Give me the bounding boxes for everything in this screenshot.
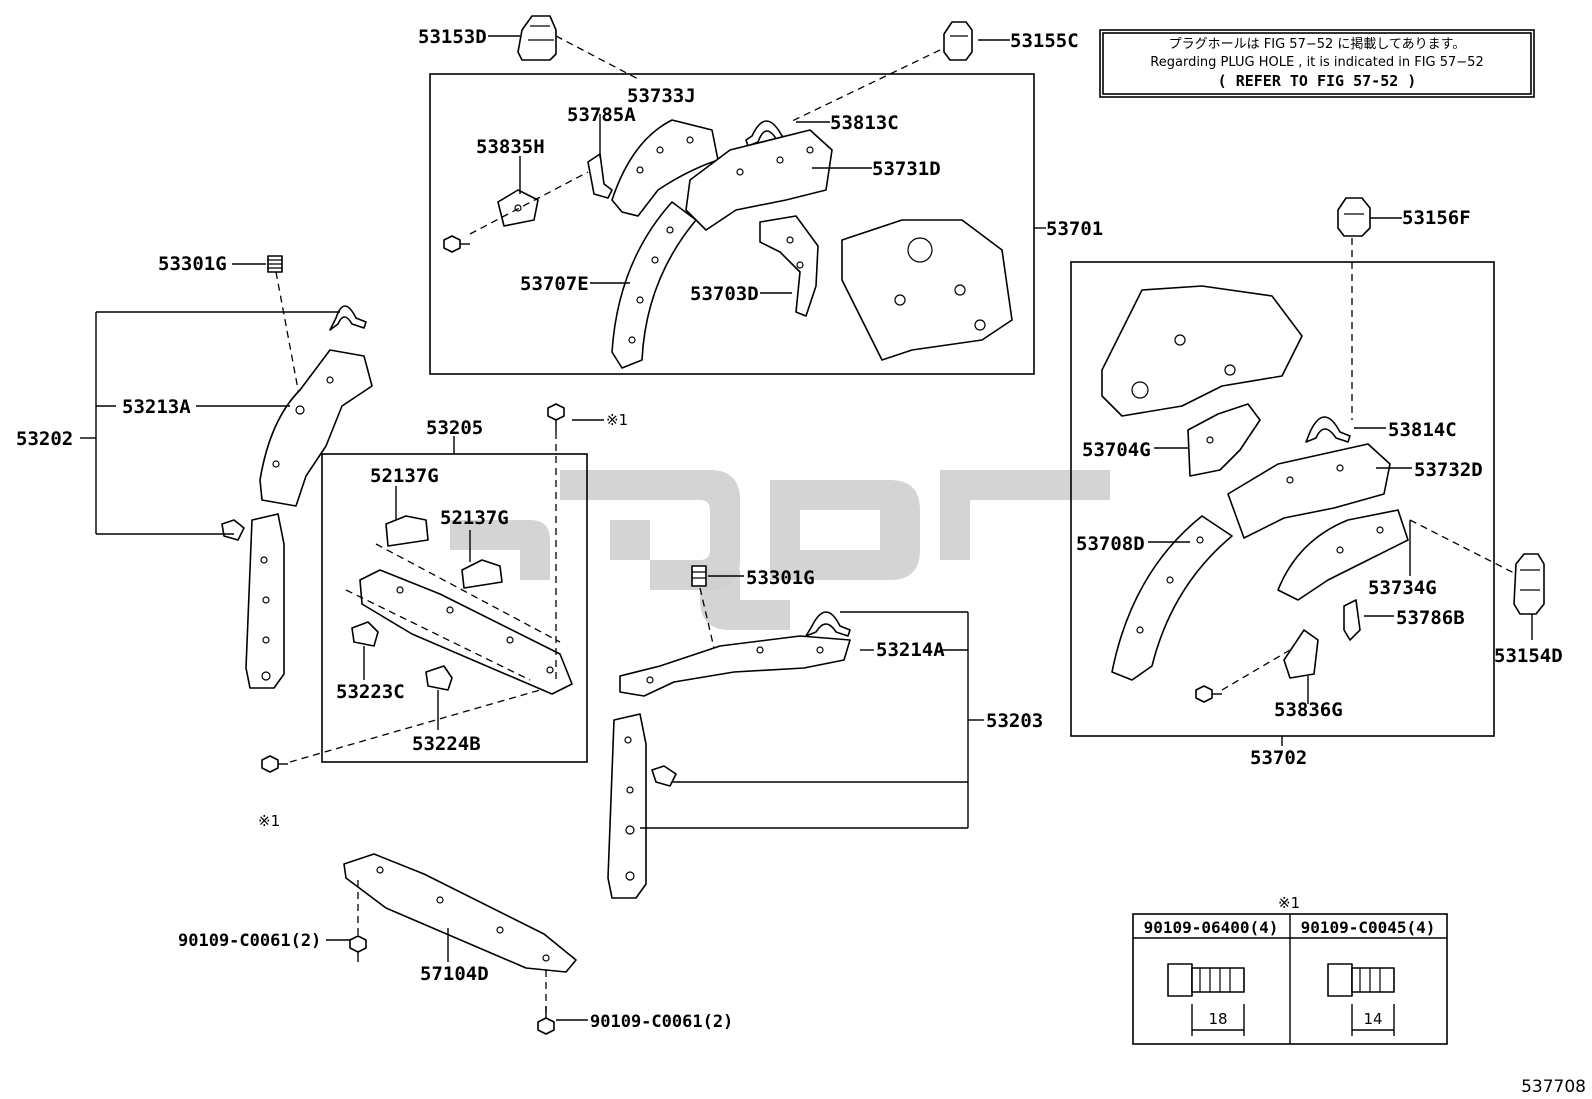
- part-57104D: [343, 853, 577, 973]
- label-53732D: 53732D: [1414, 459, 1483, 481]
- part-pillar-53202: [245, 513, 285, 689]
- label-53214A: 53214A: [876, 639, 945, 661]
- part-53205-member: [359, 569, 573, 695]
- label-53708D: 53708D: [1076, 533, 1145, 555]
- label-53707E: 53707E: [520, 273, 589, 295]
- part-53733J: [611, 119, 719, 217]
- part-wheelhouse-inner: [841, 219, 1013, 361]
- label-53734G: 53734G: [1368, 577, 1437, 599]
- label-52137G-b: 52137G: [440, 507, 509, 529]
- part-53213A: [259, 349, 373, 507]
- part-53214A: [619, 635, 851, 697]
- table-mark: ※1: [1278, 894, 1300, 912]
- part-53732D: [1227, 443, 1391, 539]
- part-53153D: [517, 15, 557, 61]
- part-53836G: [1283, 629, 1319, 679]
- bolt-top-53701: [443, 235, 470, 253]
- table-dim-14: 14: [1363, 1010, 1382, 1028]
- part-bracket-53203: [805, 611, 851, 637]
- label-53224B: 53224B: [412, 733, 481, 755]
- notice-en: Regarding PLUG HOLE , it is indicated in…: [1150, 55, 1483, 70]
- label-57104D: 57104D: [420, 963, 489, 985]
- label-53733J: 53733J: [627, 85, 696, 107]
- bolt-06400-icon: [1167, 963, 1193, 997]
- label-53154D: 53154D: [1494, 645, 1563, 667]
- label-53202: 53202: [16, 428, 73, 450]
- label-53301G-left: 53301G: [158, 253, 227, 275]
- table-col-06400: 90109-06400(4): [1144, 918, 1279, 937]
- label-90109-C0061-left: 90109-C0061(2): [178, 931, 321, 951]
- notice-jp: プラグホールは FIG 57−52 に掲載してあります。: [1169, 36, 1466, 52]
- part-53224B: [425, 665, 453, 691]
- part-53785A: [587, 153, 613, 199]
- part-53301G-left: [267, 255, 283, 273]
- part-53708D: [1111, 515, 1233, 681]
- bolt-spec-table: [1132, 913, 1448, 1045]
- label-53155C: 53155C: [1010, 30, 1079, 52]
- watermark-logo: [450, 470, 1110, 630]
- part-52137G-a: [385, 515, 429, 547]
- bolt-53702: [1195, 685, 1222, 703]
- label-53301G-center: 53301G: [746, 567, 815, 589]
- label-53814C: 53814C: [1388, 419, 1457, 441]
- label-53785A: 53785A: [567, 104, 636, 126]
- label-53203: 53203: [986, 710, 1043, 732]
- label-53813C: 53813C: [830, 112, 899, 134]
- bolt-C0045-icon: [1327, 963, 1353, 997]
- bolt-53205-top: [547, 403, 565, 432]
- label-53786B: 53786B: [1396, 607, 1465, 629]
- label-53731D: 53731D: [872, 158, 941, 180]
- notice-ref: ( REFER TO FIG 57-52 ): [1218, 72, 1417, 90]
- part-53223C: [351, 621, 379, 647]
- label-53213A: 53213A: [122, 396, 191, 418]
- part-53786B: [1343, 599, 1361, 641]
- part-pillar-53203: [607, 713, 647, 899]
- part-53707E: [611, 201, 697, 369]
- part-53154D: [1513, 553, 1545, 615]
- part-53814C: [1305, 416, 1351, 443]
- label-53223C: 53223C: [336, 681, 405, 703]
- bolt-57104D-left: [349, 935, 367, 962]
- part-wheelhouse-right: [1101, 285, 1303, 417]
- mark-ref-bottom: ※1: [258, 812, 280, 830]
- bolt-53205-bottom: [261, 755, 288, 773]
- part-small-bracket-53203: [651, 765, 677, 787]
- label-53835H: 53835H: [476, 136, 545, 158]
- part-53734G: [1277, 509, 1409, 601]
- part-53835H: [497, 189, 539, 227]
- part-53155C: [943, 21, 973, 61]
- part-53301G-center: [691, 565, 707, 587]
- label-52137G-a: 52137G: [370, 465, 439, 487]
- part-52137G-b: [461, 559, 503, 589]
- label-53703D: 53703D: [690, 283, 759, 305]
- label-53704G: 53704G: [1082, 439, 1151, 461]
- part-53704G: [1187, 403, 1261, 477]
- label-53701: 53701: [1046, 218, 1103, 240]
- label-53153D: 53153D: [418, 26, 487, 48]
- table-col-C0045: 90109-C0045(4): [1301, 918, 1436, 937]
- table-dim-18: 18: [1208, 1010, 1227, 1028]
- label-53156F: 53156F: [1402, 207, 1471, 229]
- notice-box: [1099, 29, 1535, 98]
- notice-box-inner: [1102, 32, 1532, 95]
- part-53703D: [759, 215, 819, 317]
- part-bracket-53202: [329, 305, 367, 331]
- part-53156F: [1337, 197, 1371, 237]
- group-53701-frame: [429, 73, 1035, 375]
- label-53836G: 53836G: [1274, 699, 1343, 721]
- figure-number: 537708: [1521, 1077, 1586, 1097]
- mark-ref-top: ※1: [606, 411, 628, 429]
- label-53205: 53205: [426, 417, 483, 439]
- part-small-bracket-53202: [221, 519, 245, 541]
- label-90109-C0061-right: 90109-C0061(2): [590, 1012, 733, 1032]
- label-53702: 53702: [1250, 747, 1307, 769]
